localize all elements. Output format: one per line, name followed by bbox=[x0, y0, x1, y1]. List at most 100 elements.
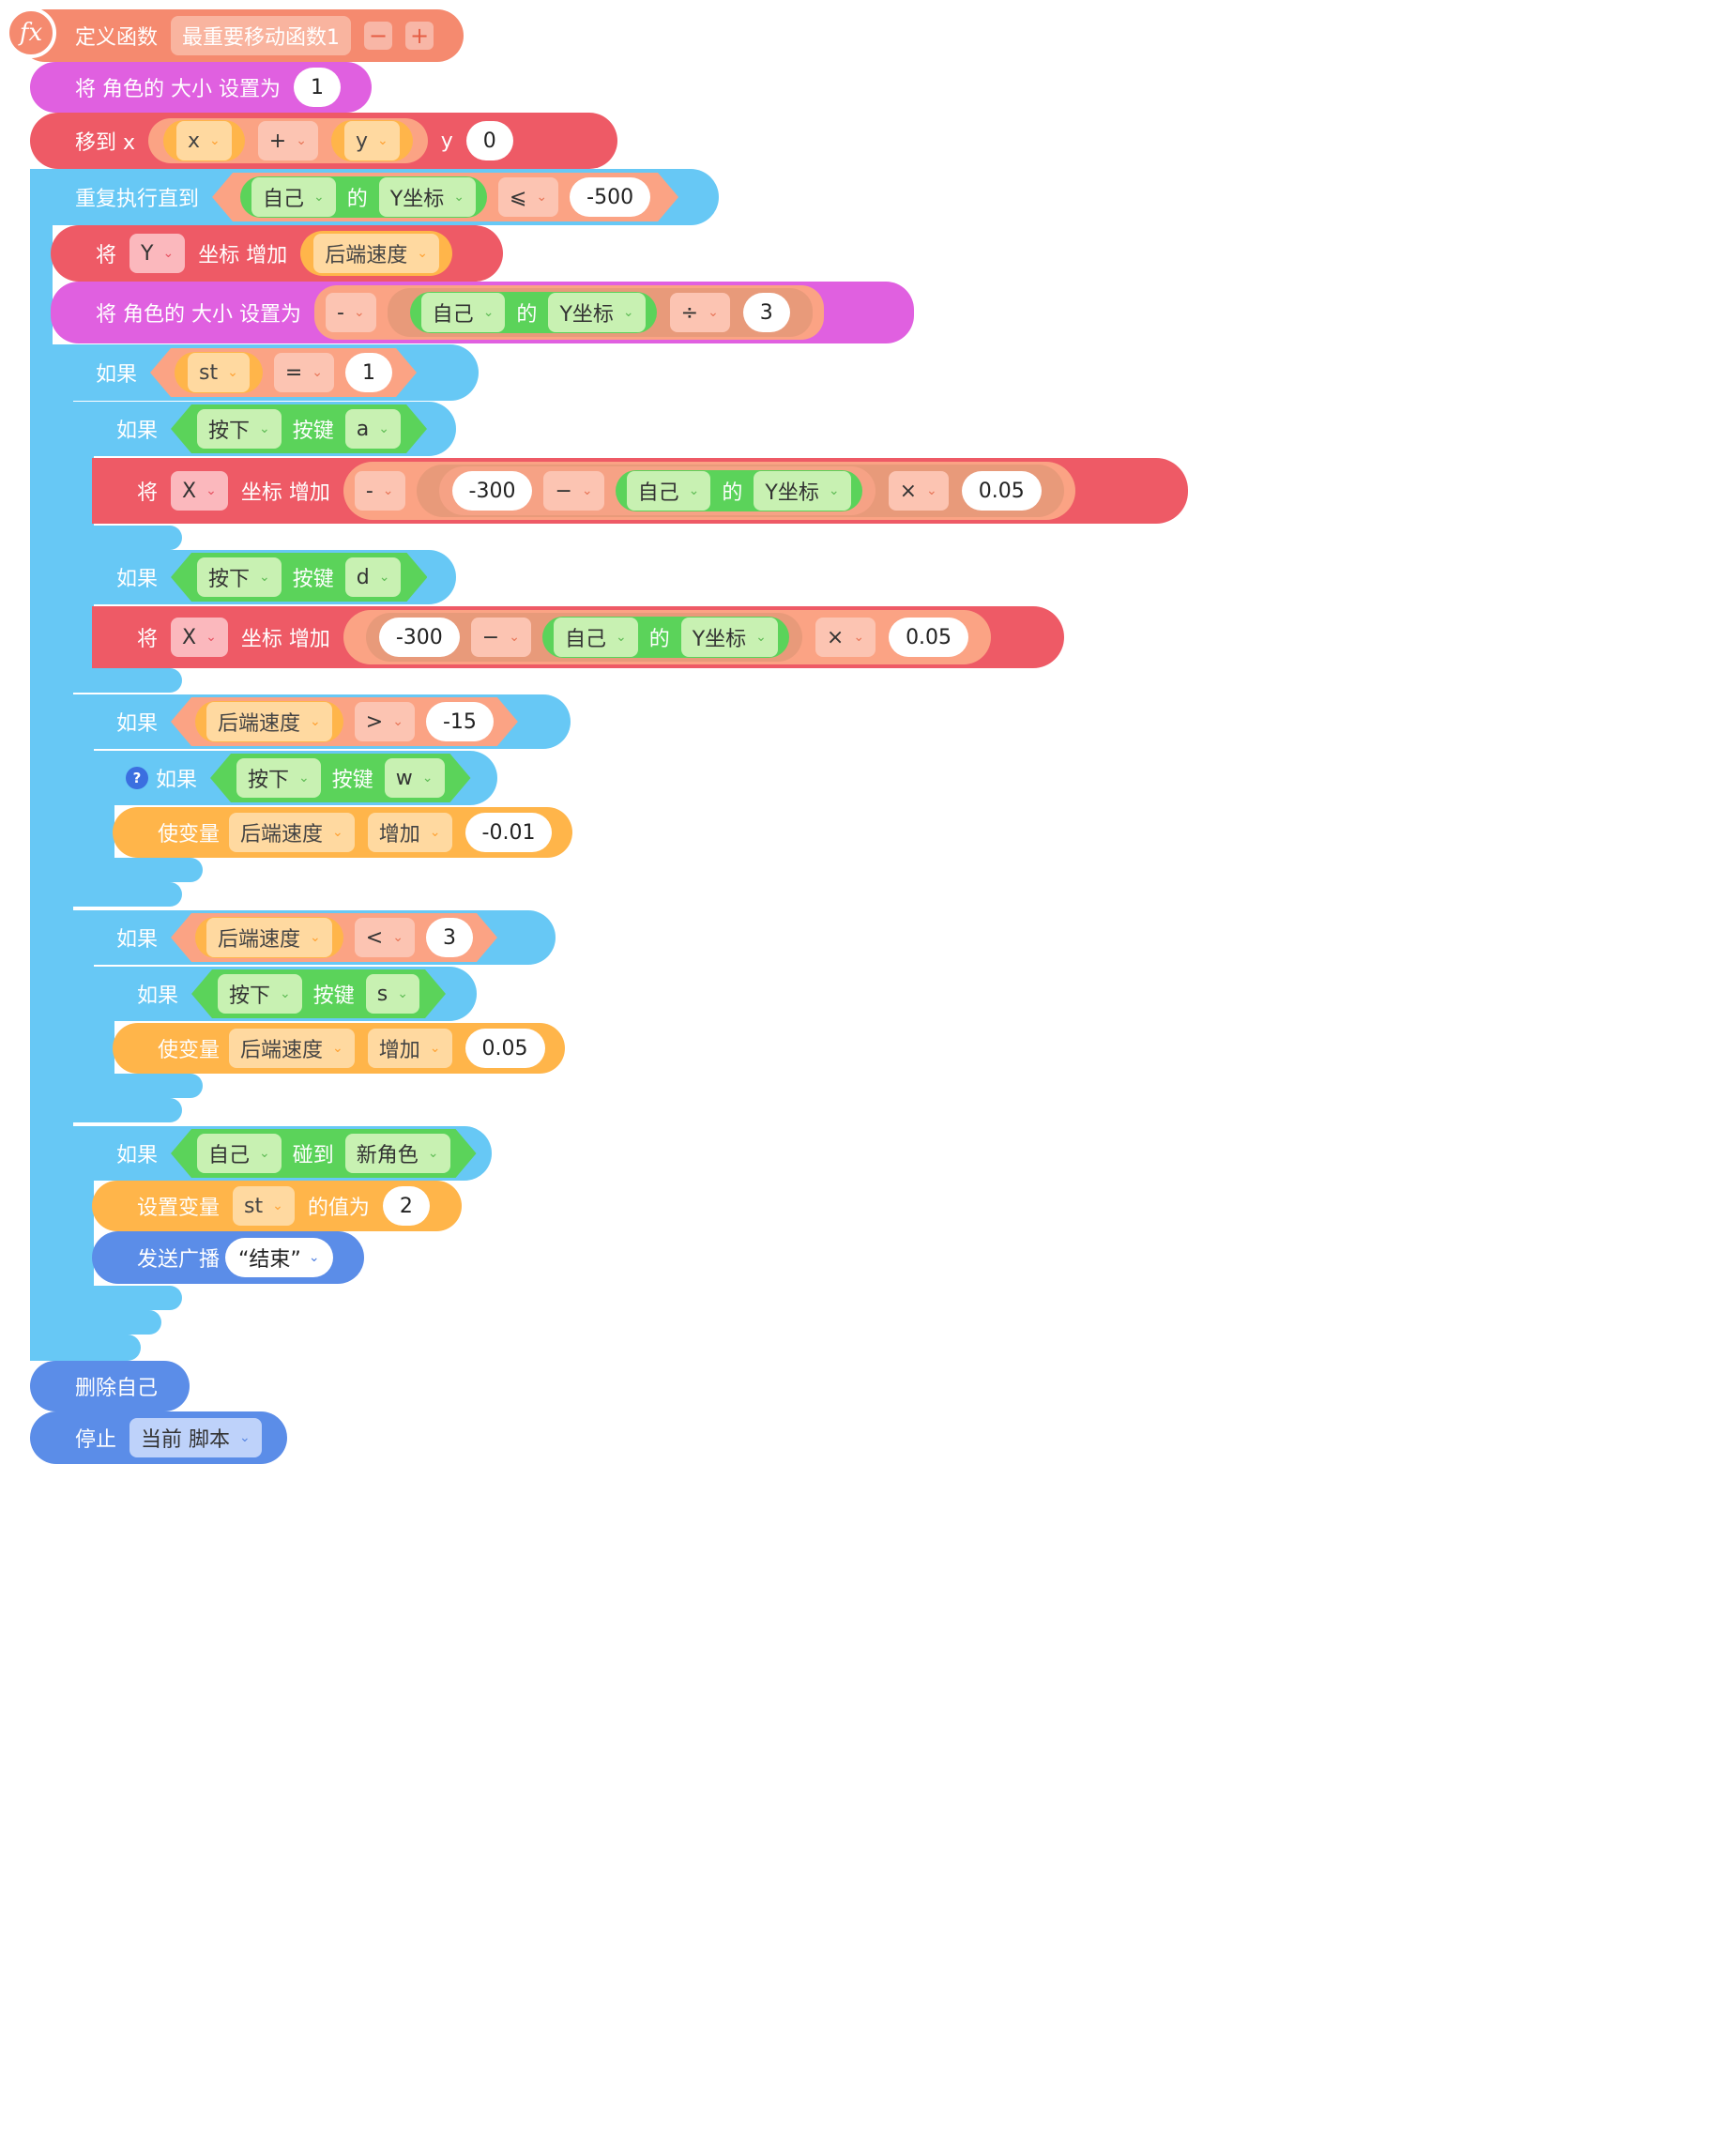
if-key-d-block[interactable]: 如果 按下⌄ 按键 d⌄ bbox=[71, 550, 456, 604]
message-dropdown[interactable]: “结束”⌄ bbox=[225, 1238, 333, 1277]
if-key-a-block[interactable]: 如果 按下⌄ 按键 a⌄ bbox=[71, 402, 456, 456]
speed-var-dropdown[interactable]: 后端速度⌄ bbox=[206, 918, 332, 957]
minuend-input[interactable]: -300 bbox=[451, 471, 533, 511]
compare-op-dropdown[interactable]: ⩽⌄ bbox=[498, 177, 558, 217]
negate-expression[interactable]: -⌄ 自己⌄ 的 Y坐标⌄ ÷⌄ 3 bbox=[313, 285, 824, 340]
self-prop-reporter[interactable]: 自己⌄ 的 Y坐标⌄ bbox=[240, 176, 487, 218]
compare-value-input[interactable]: 1 bbox=[345, 353, 392, 392]
change-variable-block-s[interactable]: 使变量 后端速度⌄ 增加⌄ 0.05 bbox=[113, 1023, 565, 1074]
minus-op-dropdown[interactable]: −⌄ bbox=[543, 471, 604, 511]
axis-dropdown[interactable]: Y⌄ bbox=[129, 234, 186, 273]
less-op-dropdown[interactable]: <⌄ bbox=[355, 918, 415, 957]
negate-expression[interactable]: -⌄ -300 −⌄ 自己⌄ 的 Y坐标⌄ ×⌄ 0.05 bbox=[343, 462, 1075, 520]
speed-var-reporter[interactable]: 后端速度⌄ bbox=[195, 701, 343, 742]
key-pressed-condition[interactable]: 按下⌄ 按键 s⌄ bbox=[191, 969, 446, 1018]
st-var-dropdown[interactable]: st⌄ bbox=[188, 353, 250, 392]
negate-dropdown[interactable]: -⌄ bbox=[325, 293, 376, 332]
axis-dropdown[interactable]: X⌄ bbox=[171, 618, 228, 657]
divide-op-dropdown[interactable]: ÷⌄ bbox=[669, 293, 730, 332]
y-var-reporter[interactable]: y⌄ bbox=[330, 120, 413, 161]
axis-dropdown[interactable]: X⌄ bbox=[171, 471, 228, 511]
if-key-s-block[interactable]: 如果 按下⌄ 按键 s⌄ bbox=[92, 967, 477, 1021]
y-value-input[interactable]: 0 bbox=[465, 121, 513, 160]
prop-dropdown[interactable]: Y坐标⌄ bbox=[754, 471, 851, 511]
condition-compare[interactable]: 后端速度⌄ <⌄ 3 bbox=[171, 913, 497, 962]
change-y-block[interactable]: 将 Y⌄ 坐标 增加 后端速度⌄ bbox=[51, 225, 503, 282]
factor-input[interactable]: 0.05 bbox=[961, 471, 1042, 511]
self-dropdown[interactable]: 自己⌄ bbox=[420, 293, 506, 332]
prop-dropdown[interactable]: Y坐标⌄ bbox=[680, 618, 778, 657]
x-var-dropdown[interactable]: x⌄ bbox=[176, 121, 232, 160]
plus-operator-dropdown[interactable]: +⌄ bbox=[257, 121, 318, 160]
compare-value-input[interactable]: -15 bbox=[426, 702, 494, 741]
self-dropdown[interactable]: 自己⌄ bbox=[626, 471, 711, 511]
press-dropdown[interactable]: 按下⌄ bbox=[197, 409, 282, 449]
if-key-w-block[interactable]: ? 如果 按下⌄ 按键 w⌄ bbox=[92, 751, 497, 805]
key-dropdown[interactable]: d⌄ bbox=[345, 557, 402, 597]
condition-compare[interactable]: 后端速度⌄ >⌄ -15 bbox=[171, 697, 518, 746]
self-dropdown[interactable]: 自己⌄ bbox=[197, 1134, 282, 1173]
multiply-expression[interactable]: -300 −⌄ 自己⌄ 的 Y坐标⌄ ×⌄ 0.05 bbox=[343, 610, 992, 664]
press-dropdown[interactable]: 按下⌄ bbox=[218, 974, 302, 1014]
y-var-dropdown[interactable]: y⌄ bbox=[343, 121, 400, 160]
self-prop-reporter[interactable]: 自己⌄ 的 Y坐标⌄ bbox=[541, 617, 789, 658]
x-var-reporter[interactable]: x⌄ bbox=[163, 120, 245, 161]
equals-op-dropdown[interactable]: =⌄ bbox=[274, 353, 334, 392]
press-dropdown[interactable]: 按下⌄ bbox=[236, 758, 321, 798]
help-icon[interactable]: ? bbox=[126, 767, 148, 789]
remove-param-button[interactable]: − bbox=[364, 22, 393, 50]
st-var-reporter[interactable]: st⌄ bbox=[175, 352, 263, 393]
condition-compare[interactable]: 自己⌄ 的 Y坐标⌄ ⩽⌄ -500 bbox=[212, 173, 678, 221]
set-value-input[interactable]: 2 bbox=[382, 1186, 430, 1226]
stop-block[interactable]: 停止 当前 脚本⌄ bbox=[30, 1411, 287, 1464]
function-name-field[interactable]: 最重要移动函数1 bbox=[171, 16, 352, 55]
move-to-block[interactable]: 移到 x x⌄ +⌄ y⌄ y 0 bbox=[30, 113, 617, 169]
change-value-input[interactable]: -0.01 bbox=[464, 813, 553, 852]
delete-self-block[interactable]: 删除自己 bbox=[30, 1361, 190, 1411]
if-speed-gt-block[interactable]: 如果 后端速度⌄ >⌄ -15 bbox=[71, 694, 571, 749]
minus-op-dropdown[interactable]: −⌄ bbox=[470, 618, 531, 657]
change-variable-block-w[interactable]: 使变量 后端速度⌄ 增加⌄ -0.01 bbox=[113, 807, 572, 858]
change-value-input[interactable]: 0.05 bbox=[464, 1029, 545, 1068]
speed-var-reporter[interactable]: 后端速度⌄ bbox=[300, 231, 452, 276]
set-variable-block[interactable]: 设置变量 st⌄ 的值为 2 bbox=[92, 1181, 462, 1231]
speed-var-dropdown[interactable]: 后端速度⌄ bbox=[313, 234, 439, 273]
self-prop-reporter[interactable]: 自己⌄ 的 Y坐标⌄ bbox=[409, 292, 657, 333]
add-param-button[interactable]: + bbox=[405, 22, 434, 50]
self-dropdown[interactable]: 自己⌄ bbox=[553, 618, 638, 657]
divide-expression[interactable]: 自己⌄ 的 Y坐标⌄ ÷⌄ 3 bbox=[387, 288, 813, 337]
key-dropdown[interactable]: s⌄ bbox=[366, 974, 419, 1014]
key-pressed-condition[interactable]: 按下⌄ 按键 a⌄ bbox=[171, 404, 427, 453]
if-touching-block[interactable]: 如果 自己⌄ 碰到 新角色⌄ bbox=[71, 1126, 492, 1181]
condition-compare[interactable]: st⌄ =⌄ 1 bbox=[150, 348, 417, 397]
subtract-expression[interactable]: -300 −⌄ 自己⌄ 的 Y坐标⌄ bbox=[438, 466, 876, 515]
repeat-until-block[interactable]: 重复执行直到 自己⌄ 的 Y坐标⌄ ⩽⌄ -500 bbox=[30, 169, 719, 225]
compare-value-input[interactable]: -500 bbox=[570, 177, 650, 217]
variable-dropdown[interactable]: 后端速度⌄ bbox=[229, 813, 355, 852]
negate-dropdown[interactable]: -⌄ bbox=[354, 471, 405, 511]
key-pressed-condition[interactable]: 按下⌄ 按键 d⌄ bbox=[171, 553, 427, 602]
if-speed-lt-block[interactable]: 如果 后端速度⌄ <⌄ 3 bbox=[71, 910, 556, 965]
subtract-expression[interactable]: -300 −⌄ 自己⌄ 的 Y坐标⌄ bbox=[365, 613, 802, 662]
speed-var-reporter[interactable]: 后端速度⌄ bbox=[195, 917, 343, 958]
variable-dropdown[interactable]: st⌄ bbox=[233, 1186, 295, 1226]
times-op-dropdown[interactable]: ×⌄ bbox=[888, 471, 949, 511]
set-size-block-2[interactable]: 将 角色的 大小 设置为 -⌄ 自己⌄ 的 Y坐标⌄ ÷⌄ 3 bbox=[51, 282, 914, 343]
speed-var-dropdown[interactable]: 后端速度⌄ bbox=[206, 702, 332, 741]
stop-target-dropdown[interactable]: 当前 脚本⌄ bbox=[129, 1418, 262, 1457]
change-x-block-d[interactable]: 将 X⌄ 坐标 增加 -300 −⌄ 自己⌄ 的 Y坐标⌄ ×⌄ 0.05 bbox=[92, 606, 1064, 668]
action-dropdown[interactable]: 增加⌄ bbox=[367, 813, 452, 852]
define-function-block[interactable]: 定义函数 最重要移动函数1 − + bbox=[19, 9, 464, 62]
if-st-block[interactable]: 如果 st⌄ =⌄ 1 bbox=[51, 344, 479, 401]
multiply-expression[interactable]: -300 −⌄ 自己⌄ 的 Y坐标⌄ ×⌄ 0.05 bbox=[416, 465, 1064, 517]
prop-dropdown[interactable]: Y坐标⌄ bbox=[379, 177, 476, 217]
change-x-block-a[interactable]: 将 X⌄ 坐标 增加 -⌄ -300 −⌄ 自己⌄ 的 Y坐标⌄ ×⌄ 0.05 bbox=[92, 458, 1188, 524]
action-dropdown[interactable]: 增加⌄ bbox=[367, 1029, 452, 1068]
minuend-input[interactable]: -300 bbox=[378, 618, 460, 657]
press-dropdown[interactable]: 按下⌄ bbox=[197, 557, 282, 597]
key-dropdown[interactable]: w⌄ bbox=[385, 758, 445, 798]
factor-input[interactable]: 0.05 bbox=[889, 618, 969, 657]
prop-dropdown[interactable]: Y坐标⌄ bbox=[548, 293, 646, 332]
variable-dropdown[interactable]: 后端速度⌄ bbox=[229, 1029, 355, 1068]
times-op-dropdown[interactable]: ×⌄ bbox=[815, 618, 876, 657]
